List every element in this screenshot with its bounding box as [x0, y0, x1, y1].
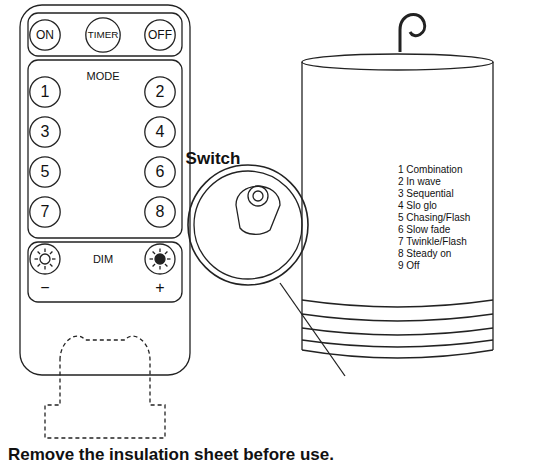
mode-list: 1 Combination2 In wave3 Sequential4 Slo … — [398, 164, 470, 272]
sun-ray — [50, 252, 52, 254]
button-label: 4 — [156, 124, 165, 140]
remote-button: TIMER — [85, 17, 121, 53]
button-label: 5 — [41, 164, 50, 180]
sun-ray — [35, 258, 39, 259]
remote-button: OFF — [144, 19, 176, 51]
sun-ray — [153, 252, 155, 254]
remote-button: 4 — [144, 116, 176, 148]
remote-panel — [28, 242, 182, 302]
mode-item: 3 Sequential — [398, 188, 470, 200]
button-label: 6 — [156, 164, 165, 180]
sun-ray — [153, 264, 155, 266]
section-label: DIM — [93, 254, 113, 265]
caption: Remove the insulation sheet before use. — [8, 446, 334, 465]
dim-button — [145, 244, 175, 274]
sun-ray — [165, 264, 167, 266]
mode-item: 7 Twinkle/Flash — [398, 236, 470, 248]
lantern-outline — [300, 52, 495, 362]
remote-button: 5 — [29, 156, 61, 188]
button-label: OFF — [148, 29, 172, 41]
sun-ray — [44, 266, 45, 270]
button-label: ON — [36, 29, 54, 41]
sun-ray — [44, 249, 45, 253]
sun-ray — [50, 264, 52, 266]
button-label: TIMER — [88, 30, 119, 40]
dim-button — [30, 244, 60, 274]
sun-ray — [159, 249, 160, 253]
sun-ray — [167, 258, 171, 259]
button-label: 1 — [41, 84, 50, 100]
button-label: 7 — [41, 204, 50, 220]
remote-body — [20, 5, 190, 375]
button-label: 3 — [41, 124, 50, 140]
lantern: 1 Combination2 In wave3 Sequential4 Slo … — [300, 52, 495, 362]
sun-icon — [35, 249, 56, 270]
remote-panel — [28, 13, 182, 56]
switch-button — [248, 186, 268, 206]
mode-item: 9 Off — [398, 260, 470, 272]
remote-button: 7 — [29, 196, 61, 228]
sun-ray — [52, 258, 56, 259]
dim-sign: + — [155, 280, 164, 296]
part-label: Switch — [186, 150, 241, 167]
mode-item: 1 Combination — [398, 164, 470, 176]
switch-detail — [194, 171, 302, 279]
sun-ray — [165, 252, 167, 254]
remote-button: 6 — [144, 156, 176, 188]
remote-button: 3 — [29, 116, 61, 148]
remote-button: 2 — [144, 76, 176, 108]
dim-sign: − — [40, 280, 49, 296]
sun-ray — [38, 264, 40, 266]
remote-button: 8 — [144, 196, 176, 228]
mode-item: 4 Slo glo — [398, 200, 470, 212]
button-label: 8 — [156, 204, 165, 220]
remote-button: ON — [29, 19, 61, 51]
remote-button: 1 — [29, 76, 61, 108]
switch-knob — [236, 186, 280, 234]
switch-button — [253, 191, 263, 201]
sun-ray — [38, 252, 40, 254]
sun-icon — [150, 249, 171, 270]
switch-detail — [188, 165, 308, 285]
mode-item: 5 Chasing/Flash — [398, 212, 470, 224]
section-label: MODE — [87, 71, 120, 82]
mode-item: 8 Steady on — [398, 248, 470, 260]
mode-item: 6 Slow fade — [398, 224, 470, 236]
insulation-sheet — [45, 336, 165, 438]
button-label: 2 — [156, 84, 165, 100]
hook — [400, 14, 425, 52]
remote-panel — [28, 60, 182, 238]
sun-ray — [150, 258, 154, 259]
mode-item: 2 In wave — [398, 176, 470, 188]
sun-ray — [159, 266, 160, 270]
